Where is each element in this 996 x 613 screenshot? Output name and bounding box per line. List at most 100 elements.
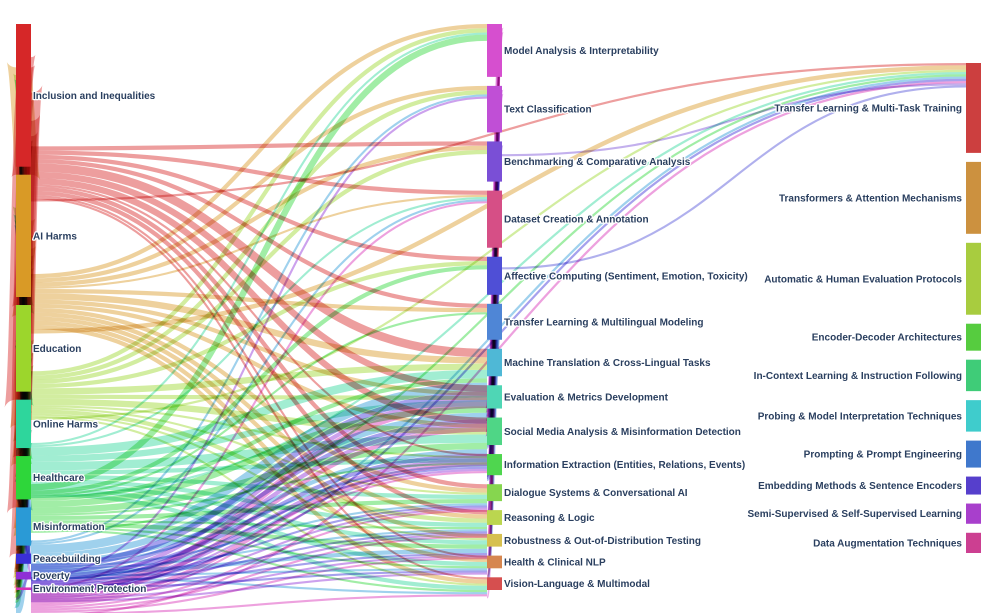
sankey-link	[30, 145, 488, 287]
sankey-link	[30, 312, 488, 497]
node-label: Dataset Creation & Annotation	[504, 215, 649, 226]
node-label: Semi-Supervised & Self-Supervised Learni…	[747, 509, 962, 520]
node-label: Reasoning & Logic	[504, 513, 595, 524]
sankey-node[interactable]	[16, 456, 31, 500]
sankey-link	[30, 509, 488, 609]
sankey-node[interactable]	[966, 242, 981, 315]
sankey-node[interactable]	[966, 503, 981, 524]
node-label: Peacebuilding	[33, 554, 101, 565]
node-label: Education	[33, 344, 81, 355]
node-label: Dialogue Systems & Conversational AI	[504, 488, 688, 499]
node-label: Transfer Learning & Multilingual Modelin…	[504, 317, 703, 328]
sankey-link	[30, 260, 488, 389]
sankey-node[interactable]	[966, 63, 981, 153]
node-label: Prompting & Prompt Engineering	[804, 450, 962, 461]
node-label: Affective Computing (Sentiment, Emotion,…	[504, 271, 748, 282]
sankey-link	[30, 535, 488, 611]
node-label: Text Classification	[504, 105, 592, 116]
sankey-node[interactable]	[16, 507, 31, 546]
sankey-node[interactable]	[487, 555, 502, 569]
node-label: Probing & Model Interpretation Technique…	[758, 411, 963, 422]
sankey-link	[30, 369, 488, 456]
sankey-node[interactable]	[16, 24, 31, 167]
sankey-link	[30, 529, 488, 571]
sankey-link	[30, 196, 488, 448]
node-label: Health & Clinical NLP	[504, 557, 606, 568]
node-label: Machine Translation & Cross-Lingual Task…	[504, 358, 711, 369]
node-label: Vision-Language & Multimodal	[504, 579, 650, 590]
sankey-link	[30, 141, 488, 151]
sankey-node[interactable]	[966, 400, 981, 432]
sankey-node[interactable]	[487, 348, 502, 377]
node-label: Healthcare	[33, 473, 85, 484]
sankey-node[interactable]	[966, 359, 981, 392]
sankey-labels: Inclusion and Inequalities AI HarmsEducat…	[32, 45, 964, 597]
sankey-node[interactable]	[966, 532, 981, 553]
node-label: Model Analysis & Interpretability	[504, 46, 659, 57]
sankey-nodes	[16, 24, 981, 590]
node-label: Automatic & Human Evaluation Protocols	[764, 274, 962, 285]
sankey-link	[30, 150, 488, 195]
sankey-node[interactable]	[966, 323, 981, 351]
sankey-link	[30, 154, 488, 261]
sankey-link	[30, 423, 488, 588]
sankey-link	[30, 194, 488, 289]
node-label: Encoder-Decoder Architectures	[812, 333, 963, 344]
sankey-node[interactable]	[16, 553, 31, 564]
node-label: Inclusion and Inequalities	[33, 91, 156, 102]
sankey-node[interactable]	[487, 417, 502, 446]
node-label: Transformers & Attention Mechanisms	[779, 193, 962, 204]
node-label: Transfer Learning & Multi-Task Training	[774, 103, 962, 114]
sankey-node[interactable]	[487, 141, 502, 182]
sankey-node[interactable]	[487, 484, 502, 502]
sankey-link	[30, 303, 488, 429]
sankey-link	[30, 382, 488, 554]
sankey-node[interactable]	[487, 454, 502, 476]
sankey-node[interactable]	[487, 577, 502, 590]
node-label: Online Harms	[33, 419, 98, 430]
sankey-link	[30, 90, 488, 380]
sankey-node[interactable]	[487, 510, 502, 525]
sankey-node[interactable]	[16, 305, 31, 392]
node-label: AI Harms	[33, 231, 77, 242]
sankey-node[interactable]	[966, 476, 981, 495]
sankey-node[interactable]	[966, 440, 981, 468]
sankey-link	[30, 363, 488, 395]
sankey-link	[30, 293, 488, 364]
sankey-link	[501, 85, 967, 270]
node-label: Evaluation & Metrics Development	[504, 392, 669, 403]
sankey-link	[501, 83, 967, 157]
sankey-link	[30, 307, 488, 493]
sankey-link	[30, 24, 488, 279]
sankey-link	[30, 85, 488, 283]
sankey-node[interactable]	[16, 571, 31, 580]
node-label: Misinformation	[33, 522, 105, 533]
node-label: Benchmarking & Comparative Analysis	[504, 157, 691, 168]
sankey-node[interactable]	[487, 190, 502, 248]
node-label: In-Context Learning & Instruction Follow…	[754, 371, 962, 382]
sankey-link	[30, 470, 488, 607]
sankey-link	[30, 391, 488, 571]
node-label: Embedding Methods & Sentence Encoders	[758, 481, 962, 492]
sankey-node[interactable]	[487, 533, 502, 547]
sankey-link	[30, 32, 488, 446]
sankey-node[interactable]	[487, 303, 502, 340]
sankey-link	[30, 572, 488, 603]
node-label: Information Extraction (Entities, Relati…	[504, 460, 745, 471]
node-label: Poverty	[33, 571, 70, 582]
sankey-node[interactable]	[487, 256, 502, 295]
sankey-link	[30, 412, 488, 560]
sankey-node[interactable]	[487, 385, 502, 409]
sankey-node[interactable]	[487, 85, 502, 133]
sankey-node[interactable]	[16, 587, 31, 590]
sankey-node[interactable]	[16, 399, 31, 449]
node-label: Environment Protection	[33, 584, 146, 595]
sankey-node[interactable]	[16, 174, 31, 298]
sankey-node[interactable]	[487, 24, 502, 77]
sankey-link	[30, 401, 488, 596]
sankey-link	[30, 378, 488, 502]
sankey-node[interactable]	[966, 161, 981, 234]
sankey-link	[30, 163, 488, 358]
sankey-link	[30, 197, 488, 580]
sankey-link	[30, 461, 488, 605]
